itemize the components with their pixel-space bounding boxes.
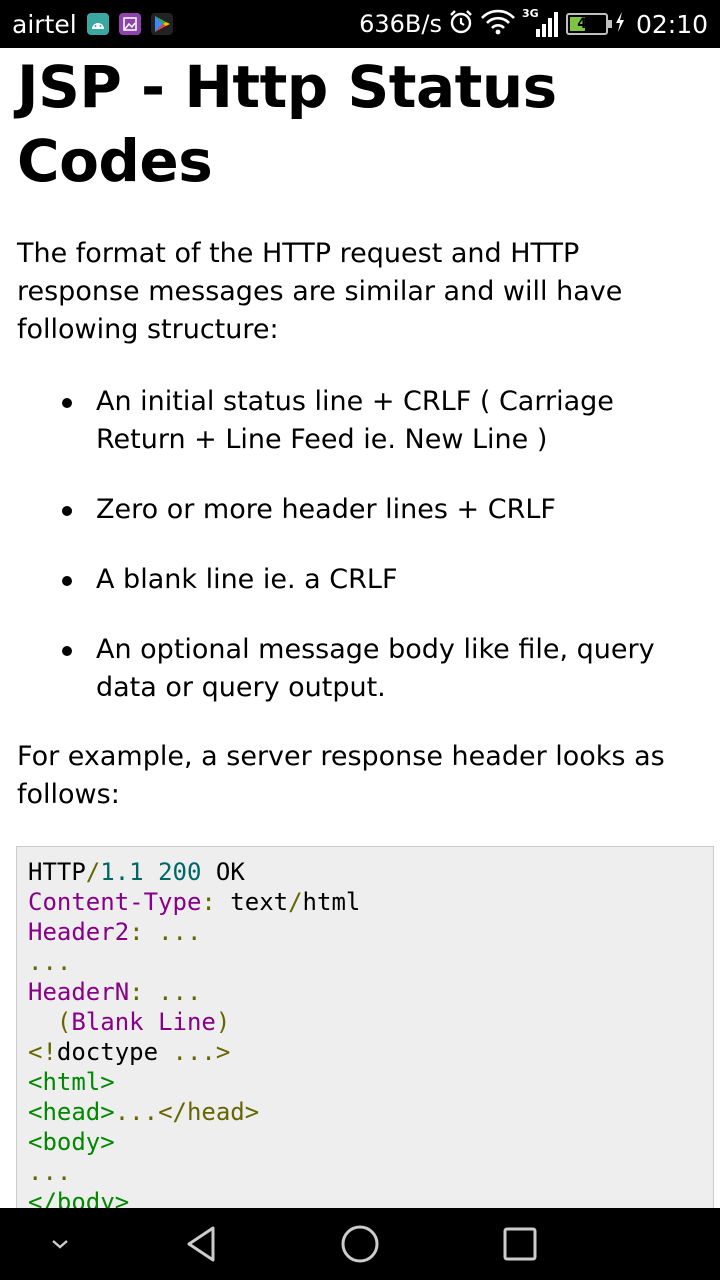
code-token: Blank (71, 1008, 144, 1036)
list-item: A blank line ie. a CRLF (0, 561, 720, 599)
code-token: <body> (28, 1128, 115, 1156)
page-title: JSP - Http Status Codes (17, 53, 557, 195)
code-line: HeaderN: ... (28, 977, 702, 1007)
code-token: ...> (172, 1038, 231, 1066)
code-token: ... (158, 918, 202, 946)
network-speed: 636B/s (359, 10, 442, 38)
code-token (144, 1008, 158, 1036)
code-token: / (85, 858, 101, 886)
code-token (144, 858, 158, 886)
code-token: 200 (158, 858, 202, 886)
page-content[interactable]: JSP - Http Status Codes The format of th… (0, 48, 720, 1208)
code-token: ... (158, 978, 202, 1006)
code-line: <body> (28, 1127, 702, 1157)
code-line: Content-Type: text/html (28, 887, 702, 917)
status-right: 636B/s 3G 41 02:10 (359, 7, 708, 39)
code-line: <!doctype ...> (28, 1037, 702, 1067)
code-token: ... (28, 948, 72, 976)
android-icon (86, 13, 109, 35)
code-token: : (129, 918, 144, 946)
code-token: 1.1 (100, 858, 144, 886)
list-item: Zero or more header lines + CRLF (0, 491, 720, 529)
code-token: Line (158, 1008, 216, 1036)
navigation-bar (0, 1208, 720, 1280)
code-token: doctype (56, 1038, 173, 1066)
status-bar: airtel 636B/s 3G 41 02:10 (0, 0, 720, 48)
carrier-name: airtel (12, 9, 77, 39)
code-line: <html> (28, 1067, 702, 1097)
list-item: An initial status line + CRLF ( Carriage… (0, 383, 720, 459)
play-store-icon (150, 13, 173, 35)
code-token: : (129, 978, 144, 1006)
code-token: <! (28, 1038, 57, 1066)
wifi-icon (480, 9, 516, 39)
code-token: Content-Type (28, 888, 202, 916)
code-token: <head> (28, 1098, 115, 1126)
home-icon[interactable] (335, 1219, 385, 1269)
code-line: ... (28, 1157, 702, 1187)
code-token (144, 978, 158, 1006)
intro-paragraph: The format of the HTTP request and HTTP … (17, 238, 623, 345)
code-token (28, 1008, 57, 1036)
notification-icons (86, 13, 173, 35)
list-item: An optional message body like file, quer… (0, 631, 720, 707)
code-token: HTTP (28, 858, 86, 886)
code-token: </head> (158, 1098, 260, 1126)
code-token: ) (215, 1008, 231, 1036)
back-icon[interactable] (176, 1222, 226, 1266)
code-line: Header2: ... (28, 917, 702, 947)
recents-icon[interactable] (496, 1222, 544, 1266)
signal-icon: 3G (521, 7, 560, 39)
code-line: HTTP/1.1 200 OK (28, 857, 702, 887)
code-token (144, 918, 158, 946)
image-icon (118, 13, 141, 35)
example-paragraph: For example, a server response header lo… (17, 741, 665, 810)
code-token: html (302, 888, 361, 916)
code-line: </body> (28, 1187, 702, 1208)
code-token: OK (201, 858, 245, 886)
battery-level: 41 (577, 16, 597, 32)
code-token: ... (28, 1158, 72, 1186)
code-line: <head>...</head> (28, 1097, 702, 1127)
network-type: 3G (521, 7, 539, 20)
clock: 02:10 (635, 9, 708, 39)
code-token: <html> (28, 1068, 115, 1096)
code-token: Header2 (28, 918, 130, 946)
code-line: (Blank Line) (28, 1007, 702, 1037)
battery-icon: 41 (565, 13, 612, 35)
code-token: : (201, 888, 216, 916)
code-token: text (215, 888, 289, 916)
alarm-icon (448, 9, 474, 39)
structure-list: An initial status line + CRLF ( Carriage… (0, 383, 720, 739)
collapse-icon[interactable] (40, 1228, 80, 1260)
charging-icon (614, 11, 626, 37)
code-line: ... (28, 947, 702, 977)
code-token: / (288, 888, 303, 916)
code-token: ( (56, 1008, 72, 1036)
code-token: ... (114, 1098, 159, 1126)
code-token: </body> (28, 1188, 130, 1208)
code-token: HeaderN (28, 978, 130, 1006)
